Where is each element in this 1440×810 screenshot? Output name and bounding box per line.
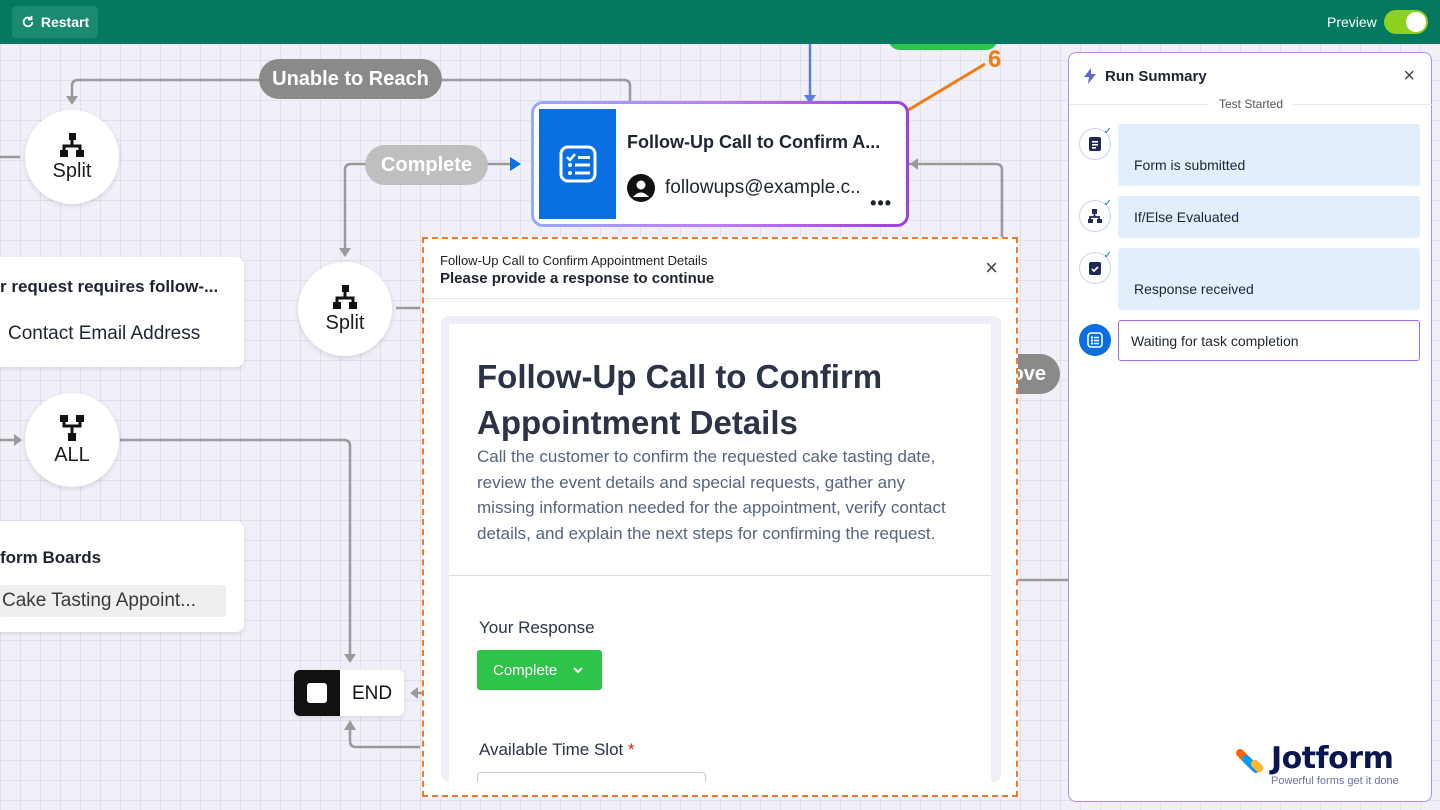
response-label: Your Response xyxy=(479,618,595,637)
form-list-icon xyxy=(539,109,616,219)
brand-tagline: Powerful forms get it done xyxy=(1271,775,1399,787)
time-slot-label: Available Time Slot * xyxy=(479,740,635,760)
condition-title: r request requires follow-... xyxy=(0,277,219,296)
response-modal: Follow-Up Call to Confirm Appointment De… xyxy=(422,237,1018,797)
task-list-icon xyxy=(1079,324,1111,356)
time-slot-input[interactable] xyxy=(477,772,706,782)
time-slot-text: Available Time Slot xyxy=(479,740,624,759)
form-heading: Follow-Up Call to Confirm Appointment De… xyxy=(477,358,883,441)
split-label: Split xyxy=(52,159,92,182)
condition-card[interactable]: r request requires follow-... Contact Em… xyxy=(0,257,244,367)
condition-value: Contact Email Address xyxy=(8,323,201,344)
step-label: Waiting for task completion xyxy=(1131,333,1299,349)
check-icon: ✓ xyxy=(1103,126,1112,137)
merge-icon xyxy=(60,414,84,441)
response-dropdown[interactable]: Complete xyxy=(477,650,602,690)
approval-icon: ✓ xyxy=(1079,250,1112,284)
end-label: END xyxy=(352,683,393,704)
assignee-email: followups@example.c.. xyxy=(665,177,861,198)
end-node[interactable]: END xyxy=(294,670,404,716)
followup-form-node[interactable]: Follow-Up Call to Confirm A... followups… xyxy=(531,101,909,227)
toggle-knob xyxy=(1406,12,1426,32)
modal-title: Please provide a response to continue xyxy=(440,270,715,287)
brand-name: Jotform xyxy=(1271,741,1394,776)
response-value: Complete xyxy=(493,661,558,679)
run-summary-title: Run Summary xyxy=(1105,68,1207,85)
jotform-logo: Jotform Powerful forms get it done xyxy=(1235,741,1399,787)
modal-form-body: Follow-Up Call to Confirm Appointment De… xyxy=(441,316,1001,782)
split-label: Split xyxy=(325,311,365,334)
test-started-text: Test Started xyxy=(1208,97,1294,111)
step-waiting[interactable]: Waiting for task completion xyxy=(1118,320,1420,361)
step-label: Response received xyxy=(1134,281,1254,297)
preview-label: Preview xyxy=(1327,14,1377,30)
user-avatar-icon xyxy=(627,174,655,202)
restart-button[interactable]: Restart xyxy=(12,6,98,38)
top-bar: Restart Preview xyxy=(0,0,1440,44)
step-if-else[interactable]: If/Else Evaluated xyxy=(1118,196,1420,238)
required-mark: * xyxy=(628,740,635,759)
form-description: Call the customer to confirm the request… xyxy=(477,447,946,543)
modal-subtitle: Follow-Up Call to Confirm Appointment De… xyxy=(440,253,708,268)
split-icon xyxy=(333,284,357,309)
check-icon: ✓ xyxy=(1103,198,1112,209)
step-label: Form is submitted xyxy=(1134,157,1246,173)
step-response-received[interactable]: Response received xyxy=(1118,248,1420,310)
close-icon[interactable]: × xyxy=(1403,65,1415,87)
pill-approve[interactable]: ove xyxy=(1012,354,1060,394)
more-options-icon[interactable]: ••• xyxy=(870,193,892,213)
form-sheet: Follow-Up Call to Confirm Appointment De… xyxy=(449,324,991,782)
close-icon[interactable]: × xyxy=(985,255,998,280)
lightning-icon xyxy=(1084,68,1096,84)
pill-complete[interactable]: Complete xyxy=(365,145,488,185)
boards-card[interactable]: form Boards Cake Tasting Appoint... xyxy=(0,521,244,632)
chevron-down-icon xyxy=(573,666,583,673)
run-summary-panel: Run Summary × Test Started ✓ Form is sub… xyxy=(1068,52,1433,802)
all-node[interactable]: ALL xyxy=(25,393,119,487)
jotform-logo-icon xyxy=(1236,749,1264,773)
stop-icon xyxy=(294,670,340,716)
test-started-label: Test Started xyxy=(1069,97,1433,111)
form-node-assignee: followups@example.c.. xyxy=(627,174,887,202)
form-doc-icon: ✓ xyxy=(1079,126,1112,160)
pill-unable-to-reach[interactable]: Unable to Reach xyxy=(259,59,442,99)
restart-label: Restart xyxy=(40,14,90,30)
preview-toggle[interactable] xyxy=(1384,10,1428,34)
form-node-title: Follow-Up Call to Confirm A... xyxy=(627,132,881,152)
boards-title: form Boards xyxy=(0,548,102,567)
step-label: If/Else Evaluated xyxy=(1134,209,1240,225)
all-label: ALL xyxy=(54,443,90,466)
branch-icon: ✓ xyxy=(1079,198,1112,232)
split-node-top[interactable]: Split xyxy=(25,110,119,204)
step-form-submitted[interactable]: Form is submitted xyxy=(1118,124,1420,186)
modal-header: Follow-Up Call to Confirm Appointment De… xyxy=(424,239,1016,299)
split-node-mid[interactable]: Split xyxy=(298,262,392,356)
split-icon xyxy=(60,132,84,157)
refresh-icon xyxy=(22,15,34,28)
divider xyxy=(449,575,991,576)
boards-value: Cake Tasting Appoint... xyxy=(0,585,226,617)
annotation-number: 6 xyxy=(988,46,1002,73)
check-icon: ✓ xyxy=(1103,250,1112,261)
